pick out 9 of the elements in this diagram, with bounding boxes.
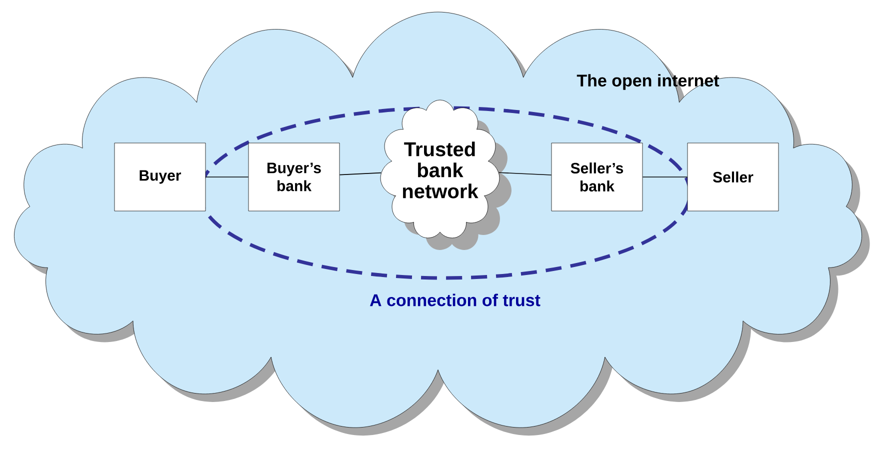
- connector-line: [205, 176, 249, 178]
- connector-line: [498, 172, 552, 176]
- connector-line: [642, 176, 688, 178]
- process-box: Seller’s bank: [551, 142, 643, 212]
- connector-line: [339, 172, 382, 176]
- process-box: Buyer’s bank: [248, 142, 340, 212]
- process-box: Buyer: [114, 142, 206, 212]
- process-box: Seller: [687, 142, 779, 212]
- node-label: A connection of trust: [370, 294, 540, 306]
